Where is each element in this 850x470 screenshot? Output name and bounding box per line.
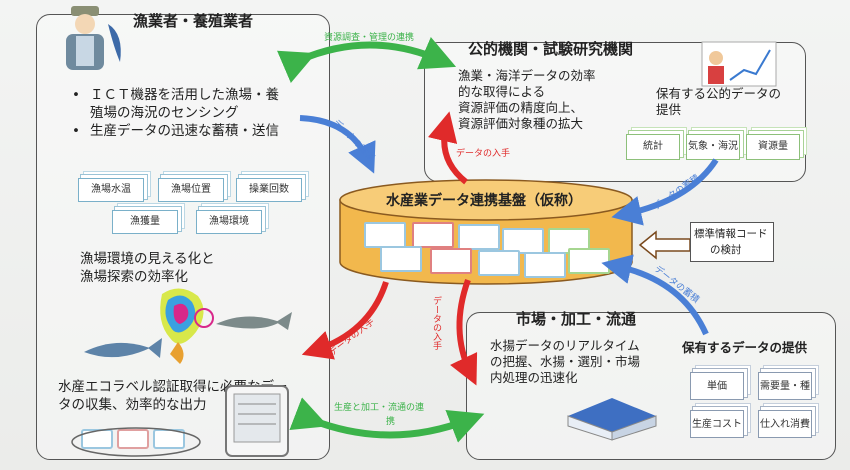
platform-chip xyxy=(458,224,500,250)
eco-data-cards xyxy=(71,427,201,457)
platform-chip xyxy=(412,222,454,248)
fishers-bullet-mark-2: • xyxy=(72,123,80,139)
arrow-platform-to-public-label: データの入手 xyxy=(456,149,511,159)
arrow-bottom-green xyxy=(289,397,485,443)
arrow-market-to-platform xyxy=(601,254,709,336)
platform-chip xyxy=(478,250,520,276)
public-own-data-2: 提供 xyxy=(656,102,682,117)
market-own-data: 保有するデータの提供 xyxy=(682,340,808,355)
arrow-top-green xyxy=(277,37,457,83)
researcher-icon xyxy=(701,41,777,87)
platform-title: 水産業データ連携基盤（仮称） xyxy=(386,193,582,209)
fishers-bullet-mark-1: • xyxy=(72,87,80,103)
fisher-card-position: 漁場位置 xyxy=(158,178,224,202)
arrow-platform-to-market-label: データの入手 xyxy=(431,296,441,350)
market-card-price: 単価 xyxy=(690,372,744,400)
fishers-bullet-1b: 殖場の海況のセンシング xyxy=(90,105,239,121)
public-title: 公的機関・試験研究機関 xyxy=(468,40,634,58)
arrow-bottom-label-1: 生産と加工・流通の連 xyxy=(334,403,425,413)
platform-chip xyxy=(380,246,422,272)
market-building-icon xyxy=(567,398,657,441)
arrow-platform-to-fisher xyxy=(301,281,389,360)
platform-chip xyxy=(524,252,566,278)
market-card-cost: 生産コスト xyxy=(690,410,744,438)
market-title: 市場・加工・流通 xyxy=(516,310,637,328)
arrow-public-to-platform xyxy=(611,158,719,226)
tablet-illustration xyxy=(225,385,289,457)
fishers-bullet-1: ＩＣＴ機器を活用した漁場・養 xyxy=(90,87,279,103)
market-text-1: 水揚データのリアルタイム xyxy=(490,338,640,353)
standard-code-text-1: 標準情報コード xyxy=(694,228,768,240)
public-card-resources: 資源量 xyxy=(746,134,800,160)
arrow-top-label: 資源調査・管理の連携 xyxy=(324,33,415,43)
market-text-3: 内処理の迅速化 xyxy=(490,370,578,385)
fisher-card-operations: 操業回数 xyxy=(236,178,302,202)
public-text-2: 的な取得による xyxy=(458,84,546,99)
fishers-bullet-2: 生産データの迅速な蓄積・送信 xyxy=(90,123,279,139)
fishers-eco-text-2: タの収集、効率的な出力 xyxy=(58,397,207,413)
fisher-card-catch: 漁獲量 xyxy=(112,210,178,234)
fisher-icon xyxy=(66,6,121,70)
arrow-platform-to-market xyxy=(450,278,478,386)
public-text-4: 資源評価対象種の拡大 xyxy=(458,116,584,131)
fishers-vis-text-1: 漁場環境の見える化と xyxy=(80,251,215,267)
standard-code-text-2: の検討 xyxy=(710,244,742,256)
platform-chip xyxy=(502,228,544,254)
standard-code-box xyxy=(690,222,774,262)
public-text-1: 漁業・海洋データの効率 xyxy=(458,68,596,83)
arrow-platform-to-public xyxy=(427,111,468,185)
arrow-fisher-to-platform xyxy=(299,115,376,174)
platform-chip xyxy=(430,248,472,274)
market-card-demand: 需要量・種 xyxy=(758,372,812,400)
public-text-3: 資源評価の精度向上、 xyxy=(458,100,584,115)
public-own-data-1: 保有する公的データの xyxy=(656,86,782,101)
public-card-statistics: 統計 xyxy=(626,134,680,160)
fisher-card-water-temp: 漁場水温 xyxy=(78,178,144,202)
fisher-card-environment: 漁場環境 xyxy=(196,210,262,234)
fishers-title: 漁業者・養殖業者 xyxy=(133,12,254,30)
arrow-bottom-label-2: 携 xyxy=(386,417,396,427)
fishers-vis-text-2: 漁場探索の効率化 xyxy=(80,269,188,285)
market-text-2: の把握、水揚・選別・市場 xyxy=(490,354,641,369)
public-card-weather: 気象・海況 xyxy=(686,134,740,160)
market-card-purchase: 仕入れ消費 xyxy=(758,410,812,438)
sea-map-illustration xyxy=(84,288,292,364)
